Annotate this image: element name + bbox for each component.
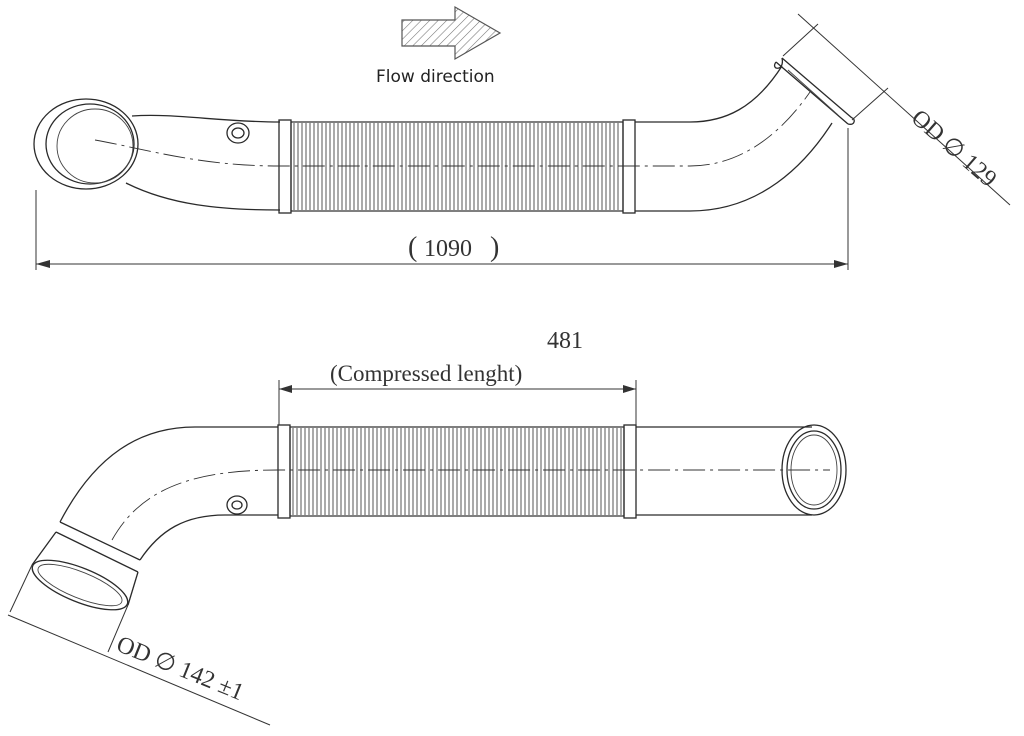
- sensor-boss-icon: [226, 122, 250, 144]
- inlet-flange-bottom: [31, 521, 141, 611]
- overall-length-value: 1090: [424, 236, 472, 262]
- flow-direction-label: Flow direction: [376, 67, 495, 87]
- pipe-bottom-view: [31, 424, 847, 611]
- svg-text:): ): [490, 232, 499, 263]
- dimension-overall: ( ) 1090: [35, 128, 849, 270]
- dimension-bellows: 481 (Compressed lenght): [278, 328, 637, 425]
- bellows-length-value: 481: [547, 328, 583, 354]
- svg-text:(: (: [408, 232, 417, 263]
- dimension-od-inlet: OD ∅ 142 ±1: [7, 564, 271, 726]
- bellows-bottom: [277, 424, 637, 519]
- bellows-corrugation-icon: [293, 123, 619, 210]
- bellows-corrugation-bottom: [292, 428, 622, 515]
- od-outlet-label: OD ∅ 129: [906, 105, 1001, 193]
- outlet-flange-top: [774, 57, 855, 125]
- sensor-boss-bottom: [226, 495, 248, 515]
- inlet-flange-top: [33, 98, 139, 190]
- flow-arrow-icon: [401, 5, 502, 61]
- pipe-top-view: [33, 57, 855, 214]
- dimension-od-outlet: OD ∅ 129: [782, 13, 1011, 206]
- od-inlet-label: OD ∅ 142 ±1: [113, 631, 248, 706]
- bellows-top: [278, 119, 636, 214]
- bellows-length-note: (Compressed lenght): [330, 361, 522, 386]
